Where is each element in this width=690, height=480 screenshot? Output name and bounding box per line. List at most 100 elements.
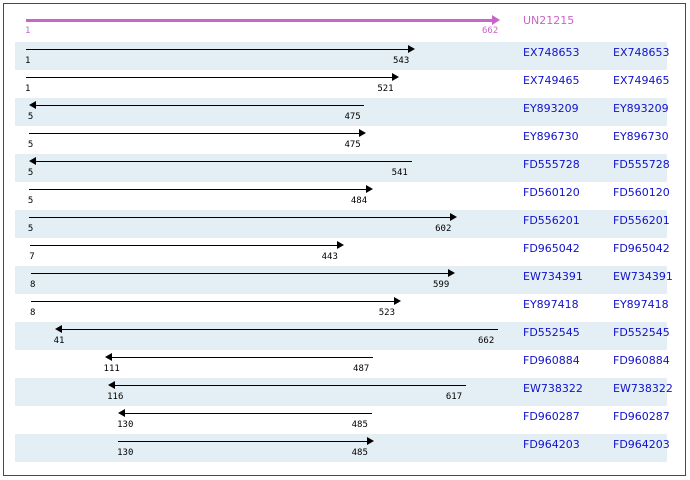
hsp-bar [28,189,366,190]
hit-accession-link[interactable]: FD960884 [523,354,580,367]
hit-accession-link[interactable]: FD960287 [523,410,580,423]
hsp-start-coord: 1 [25,84,31,94]
hsp-end-coord: 487 [353,364,370,374]
hsp-start-coord: 116 [107,392,124,402]
hit-row: 7 443 FD965042 FD965042 [4,238,687,266]
hsp-end-coord: 443 [321,252,338,262]
hit-description-link[interactable]: FD960287 [613,410,670,423]
hsp-start-coord: 8 [29,280,36,290]
hsp-bar [33,105,365,106]
hit-description-link[interactable]: FD560120 [613,186,670,199]
query-bar [26,19,492,22]
hit-description-link[interactable]: EY897418 [613,298,669,311]
row-background [15,434,667,462]
hit-accession-link[interactable]: FD552545 [523,326,580,339]
hsp-bar [30,245,337,246]
hsp-start-coord: 130 [117,420,134,430]
row-background [15,322,667,350]
hsp-bar [33,161,412,162]
hit-accession-link[interactable]: EY893209 [523,102,579,115]
hsp-arrowhead-left-icon [28,101,36,109]
hsp-bar [30,301,394,302]
hsp-start-coord: 1 [25,56,31,66]
hsp-arrowhead-right-icon [365,185,373,193]
hsp-arrowhead-right-icon [336,241,344,249]
hsp-start-coord: 5 [27,112,34,122]
hsp-start-coord: 7 [29,252,35,262]
hit-description-link[interactable]: EY893209 [613,102,669,115]
hit-accession-link[interactable]: EW734391 [523,270,583,283]
hit-description-link[interactable]: FD965042 [613,242,670,255]
hit-accession-link[interactable]: FD556201 [523,214,580,227]
hsp-bar [28,133,360,134]
row-background [15,42,667,70]
hit-row: 5 484 FD560120 FD560120 [4,182,687,210]
hit-description-link[interactable]: EX748653 [613,46,670,59]
hit-accession-link[interactable]: EY896730 [523,130,579,143]
hsp-start-coord: 5 [27,168,34,178]
hsp-end-coord: 602 [435,224,452,234]
hit-description-link[interactable]: FD960884 [613,354,670,367]
hsp-end-coord: 662 [478,336,495,346]
hsp-arrowhead-left-icon [104,353,112,361]
hsp-arrowhead-right-icon [392,73,400,81]
hsp-arrowhead-right-icon [366,437,374,445]
hsp-start-coord: 5 [27,224,34,234]
hit-accession-link[interactable]: EW738322 [523,382,583,395]
hsp-arrowhead-right-icon [359,129,367,137]
hsp-arrowhead-left-icon [108,381,116,389]
hit-accession-link[interactable]: EX749465 [523,74,580,87]
hsp-arrowhead-left-icon [118,409,126,417]
hit-description-link[interactable]: FD552545 [613,326,670,339]
hit-row: 41 662 FD552545 FD552545 [4,322,687,350]
hit-row: 130 485 FD964203 FD964203 [4,434,687,462]
hsp-start-coord: 41 [53,336,65,346]
hit-accession-link[interactable]: EX748653 [523,46,580,59]
query-end-coord: 662 [482,26,499,36]
hsp-bar [113,385,466,386]
hit-description-link[interactable]: FD556201 [613,214,670,227]
query-label: UN21215 [523,14,575,27]
hsp-arrowhead-right-icon [450,213,458,221]
hsp-end-coord: 523 [378,308,395,318]
row-background [15,266,667,294]
hsp-end-coord: 485 [351,448,368,458]
query-start-coord: 1 [25,26,31,36]
hit-row: 5 475 EY893209 EY893209 [4,98,687,126]
row-background [15,210,667,238]
hsp-arrowhead-right-icon [448,269,455,277]
hsp-bar [109,357,374,358]
hit-accession-link[interactable]: FD965042 [523,242,580,255]
hsp-start-coord: 5 [27,140,34,150]
hit-accession-link[interactable]: FD555728 [523,158,580,171]
hsp-end-coord: 484 [350,196,368,206]
hsp-end-coord: 541 [391,168,408,178]
hit-description-link[interactable]: EW734391 [613,270,673,283]
hsp-end-coord: 543 [393,56,410,66]
hit-accession-link[interactable]: EY897418 [523,298,579,311]
hit-accession-link[interactable]: FD964203 [523,438,580,451]
hsp-bar [118,441,367,442]
hsp-start-coord: 111 [103,364,120,374]
hsp-bar [26,49,409,50]
row-background [15,378,667,406]
hit-description-link[interactable]: FD964203 [613,438,670,451]
query-row: 1 662 UN21215 [4,4,687,42]
hsp-bar [28,217,451,218]
hsp-end-coord: 475 [344,112,361,122]
hsp-end-coord: 599 [433,280,450,290]
hsp-start-coord: 5 [27,196,34,206]
hit-description-link[interactable]: FD555728 [613,158,670,171]
hit-description-link[interactable]: EY896730 [613,130,669,143]
hsp-arrowhead-right-icon [393,297,401,305]
hit-accession-link[interactable]: FD560120 [523,186,580,199]
hit-description-link[interactable]: EW738322 [613,382,673,395]
hit-description-link[interactable]: EX749465 [613,74,670,87]
hsp-bar [123,413,372,414]
hsp-start-coord: 130 [117,448,134,458]
